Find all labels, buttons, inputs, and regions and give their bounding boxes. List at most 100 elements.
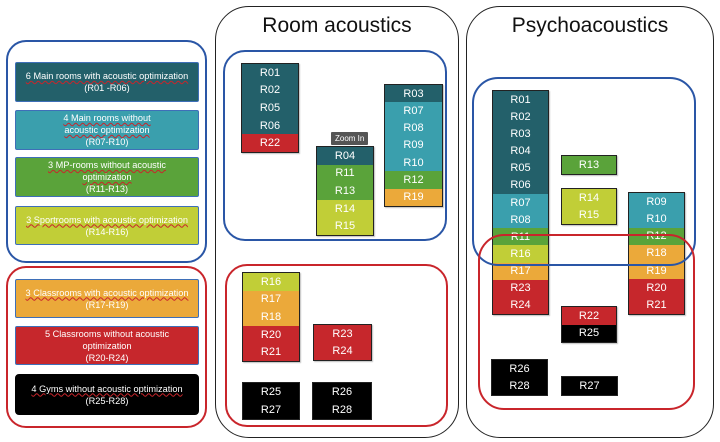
- room-r28: R28: [492, 377, 547, 395]
- room-acoustics-title: Room acoustics: [262, 14, 412, 37]
- room-r07: R07: [493, 193, 548, 212]
- room-r26: R26: [492, 360, 547, 378]
- room-r03: R03: [493, 125, 548, 143]
- room-r09: R09: [385, 136, 442, 155]
- room-acoustics-red-cluster-frame: [225, 264, 448, 427]
- legend-group-blue-frame: [6, 40, 207, 263]
- room-r24: R24: [493, 296, 548, 315]
- room-r13: R13: [562, 156, 616, 174]
- room-r26: R26: [313, 383, 371, 401]
- room-r06: R06: [242, 116, 298, 135]
- room-r18: R18: [243, 308, 299, 326]
- legend-range: (R11-R13): [85, 184, 129, 194]
- legend-label: 3 Classrooms with acoustic optimization: [25, 287, 189, 298]
- room-r19: R19: [385, 188, 442, 206]
- legend-item-classrooms-with-opt: 3 Classrooms with acoustic optimization …: [15, 279, 199, 318]
- room-r04: R04: [317, 147, 373, 165]
- pa-cluster-7: R27: [561, 376, 618, 396]
- psychoacoustics-title: Psychoacoustics: [511, 14, 669, 37]
- room-r18: R18: [629, 244, 684, 263]
- legend-group-red-frame: [6, 266, 207, 428]
- room-r11: R11: [493, 228, 548, 246]
- room-acoustics-panel: Room acoustics: [215, 6, 459, 438]
- room-r19: R19: [629, 262, 684, 280]
- room-r05: R05: [242, 99, 298, 117]
- room-r25: R25: [562, 324, 616, 342]
- room-r12: R12: [385, 171, 442, 189]
- room-r14: R14: [317, 199, 373, 218]
- room-r23: R23: [314, 325, 371, 343]
- legend-label-cont: acoustic optimization: [64, 125, 150, 135]
- room-r21: R21: [629, 296, 684, 314]
- legend-item-sportrooms: 3 Sportrooms with acoustic optimization …: [15, 206, 199, 245]
- room-r23: R23: [493, 279, 548, 297]
- room-r28: R28: [313, 401, 371, 419]
- room-r13: R13: [317, 182, 373, 200]
- legend-label: 3 Sportrooms with acoustic optimization: [26, 214, 188, 225]
- legend-item-main-without-opt: 4 Main rooms without acoustic optimizati…: [15, 110, 199, 150]
- room-r12: R12: [629, 227, 684, 245]
- room-r21: R21: [243, 343, 299, 361]
- legend-range: (R01 -R06): [84, 83, 130, 93]
- room-r10: R10: [629, 210, 684, 228]
- legend-item-main-with-opt: 6 Main rooms with acoustic optimization …: [15, 62, 199, 102]
- room-r07: R07: [385, 102, 442, 120]
- legend-item-mp-rooms: 3 MP-rooms without acoustic optimization…: [15, 157, 199, 197]
- room-r27: R27: [562, 377, 617, 395]
- room-r01: R01: [242, 64, 298, 82]
- room-r15: R15: [562, 206, 616, 224]
- legend-label: 4 Main rooms without: [63, 113, 151, 123]
- legend-range: (R14-R16): [85, 226, 129, 237]
- legend-range: (R07-R10): [85, 137, 129, 147]
- zoom-in-tooltip[interactable]: Zoom In: [331, 132, 369, 145]
- room-r09: R09: [629, 193, 684, 211]
- pa-cluster-2: R13: [561, 155, 617, 175]
- room-r08: R08: [385, 119, 442, 137]
- room-r20: R20: [243, 325, 299, 344]
- room-r27: R27: [243, 401, 299, 419]
- room-r02: R02: [242, 81, 298, 100]
- legend-label: 5 Classrooms without acoustic: [44, 328, 170, 339]
- room-r17: R17: [243, 290, 299, 309]
- room-r15: R15: [317, 217, 373, 235]
- legend-range: (R25-R28): [85, 395, 129, 406]
- legend-item-classrooms-without-opt: 5 Classrooms without acoustic optimizati…: [15, 326, 199, 365]
- room-r16: R16: [493, 245, 548, 263]
- room-r16: R16: [243, 273, 299, 291]
- room-r17: R17: [493, 262, 548, 280]
- legend-range: (R20-R24): [85, 352, 129, 363]
- room-acoustics-blue-cluster-frame: [223, 50, 447, 241]
- legend-label: 6 Main rooms with acoustic optimization: [25, 71, 189, 81]
- room-r02: R02: [493, 108, 548, 126]
- room-r20: R20: [629, 279, 684, 297]
- room-r11: R11: [317, 164, 373, 183]
- room-r22: R22: [242, 134, 298, 152]
- room-r01: R01: [493, 91, 548, 109]
- room-r25: R25: [243, 383, 299, 401]
- room-r14: R14: [562, 189, 616, 207]
- legend-label: 3 MP-rooms without acoustic: [48, 160, 166, 170]
- room-r10: R10: [385, 154, 442, 172]
- legend-label-cont: optimization: [82, 340, 132, 351]
- legend-label: 4 Gyms without acoustic optimization: [31, 383, 183, 394]
- legend-label-cont: optimization: [82, 172, 132, 182]
- room-r03: R03: [385, 85, 442, 103]
- legend-item-gyms: 4 Gyms without acoustic optimization (R2…: [15, 374, 199, 415]
- room-r24: R24: [314, 342, 371, 360]
- room-r04: R04: [493, 142, 548, 160]
- room-r22: R22: [562, 307, 616, 325]
- room-r06: R06: [493, 176, 548, 194]
- room-r08: R08: [493, 211, 548, 229]
- psychoacoustics-panel: Psychoacoustics: [466, 6, 714, 438]
